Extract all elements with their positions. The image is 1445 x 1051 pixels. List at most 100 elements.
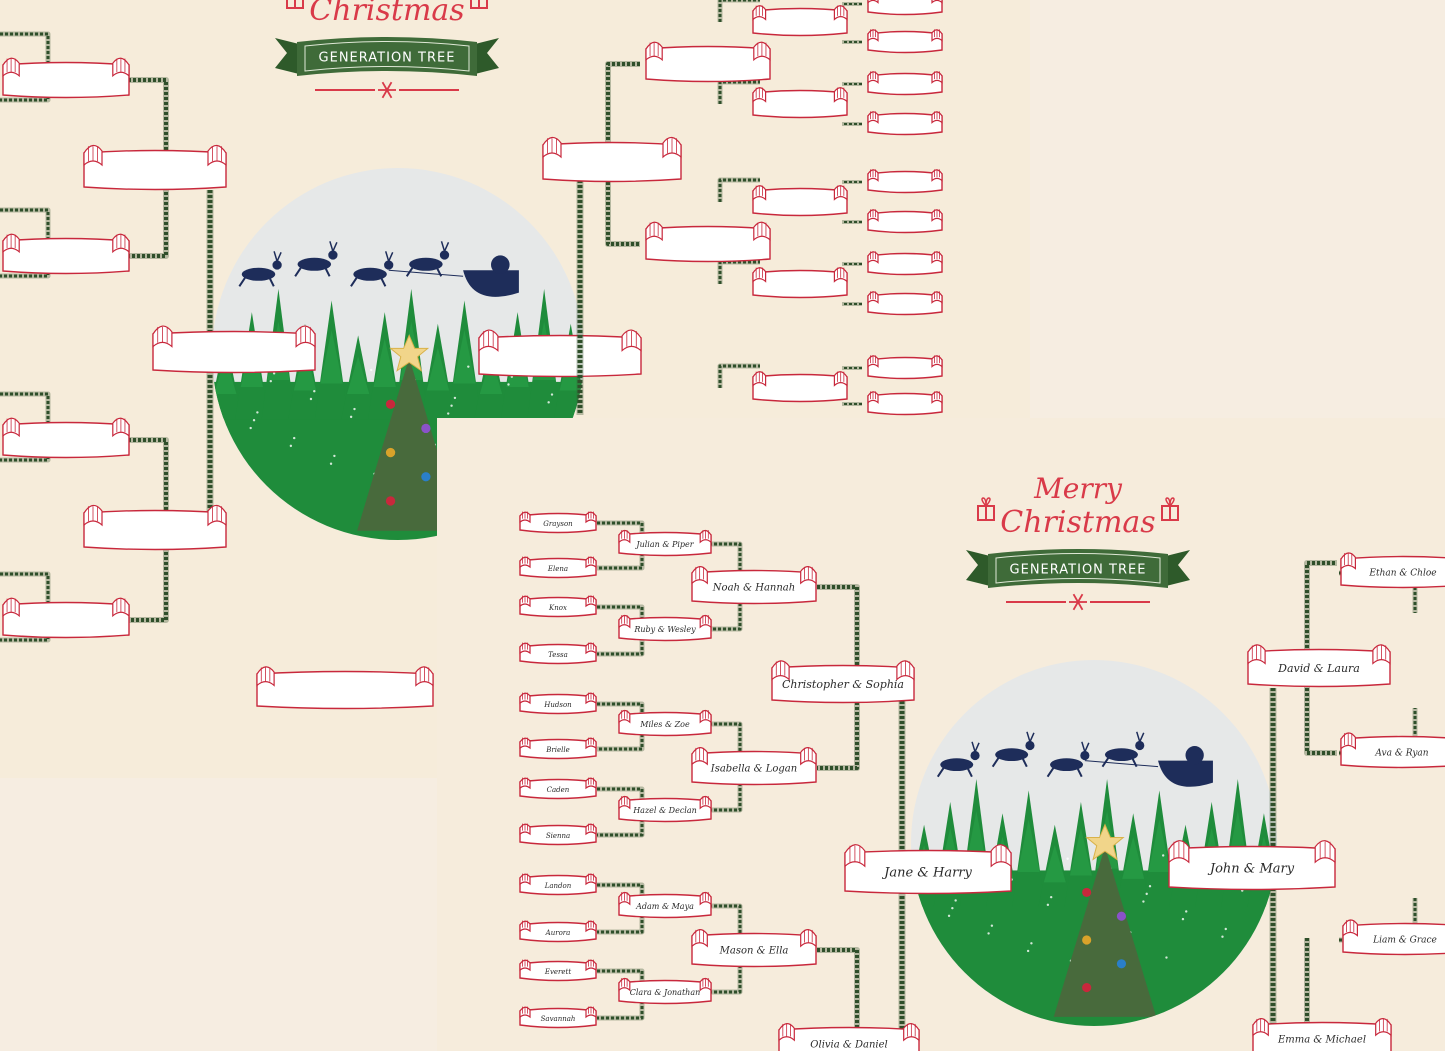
snow-speck — [931, 953, 934, 956]
tree-ornament — [1082, 982, 1092, 993]
snow-speck — [1165, 956, 1168, 959]
blank-scroll — [645, 41, 771, 83]
scroll-body — [2, 61, 130, 99]
snow-speck — [507, 383, 510, 386]
snow-speck — [1224, 927, 1227, 931]
reindeer-head — [272, 260, 282, 270]
pine-branch-needles — [718, 178, 760, 202]
scroll-body — [691, 750, 817, 786]
gen5-scroll: Brielle — [519, 737, 597, 760]
gen5-scroll: Everett — [519, 959, 597, 982]
scroll-body — [519, 960, 597, 982]
scroll-body — [867, 210, 943, 234]
scroll-body — [752, 269, 848, 299]
gen1-scroll: Jane & Harry — [844, 844, 1012, 895]
gen3-scroll: Liam & Grace — [1342, 919, 1445, 956]
scroll-body — [867, 112, 943, 136]
scroll-name: Clara & Jonathan — [630, 988, 700, 997]
snow-speck — [990, 924, 994, 927]
scroll-body — [752, 89, 848, 119]
snow-speck — [289, 444, 293, 448]
gen5-scroll: Landon — [519, 873, 597, 896]
snow-speck — [934, 945, 938, 948]
reindeer-antlers — [329, 241, 338, 252]
reindeer-antlers — [971, 741, 980, 753]
gen5-scroll: Aurora — [519, 920, 597, 943]
blank-scroll — [2, 417, 130, 459]
tree-ornament — [1116, 911, 1127, 921]
blank-scroll — [83, 144, 227, 191]
scroll-body — [691, 569, 817, 605]
title-christmas: Christmas — [1000, 505, 1155, 540]
reindeer-legs — [936, 764, 973, 778]
snow-speck — [951, 906, 954, 910]
snow-speck — [447, 412, 450, 415]
scroll-name: Jane & Harry — [881, 866, 972, 881]
scroll-name: Aurora — [545, 929, 571, 937]
reindeer-antlers — [384, 251, 394, 262]
blank-scroll — [752, 267, 848, 299]
scroll-name: Tessa — [548, 651, 568, 659]
gen1-scroll: John & Mary — [1168, 840, 1336, 891]
banner-inner-border — [995, 553, 1161, 584]
blank-scroll — [867, 71, 943, 96]
scroll-body — [519, 738, 597, 760]
snow-speck — [249, 426, 252, 430]
snow-speck — [333, 454, 336, 458]
scroll-name: Landon — [544, 882, 572, 890]
snow-speck — [947, 914, 951, 918]
pine-branch-needles — [597, 605, 644, 656]
banner-tail-left — [966, 550, 990, 586]
gen3-scroll: Ava & Ryan — [1340, 732, 1445, 769]
blank-scroll — [867, 209, 943, 234]
reindeer-antlers — [1081, 741, 1090, 753]
scroll-name: Ethan & Chloe — [1368, 569, 1436, 579]
snow-speck — [1185, 910, 1188, 913]
tree-ornament — [385, 447, 396, 458]
scroll-body — [1340, 555, 1445, 589]
reindeer-legs — [294, 263, 331, 277]
scroll-body — [519, 1007, 597, 1029]
scroll-name: John & Mary — [1207, 862, 1295, 877]
gen5-scroll: Elena — [519, 556, 597, 579]
pine-branch-needles — [817, 948, 859, 1051]
gen5-scroll: Caden — [519, 777, 597, 800]
reindeer-legs — [238, 273, 275, 287]
scroll-body — [618, 616, 712, 642]
scroll-body — [867, 356, 943, 380]
snow-speck — [1049, 895, 1053, 899]
scroll-body — [618, 531, 712, 557]
snow-speck — [954, 899, 957, 902]
reindeer-head — [970, 750, 980, 761]
scroll-name: Hudson — [543, 701, 572, 709]
snow-speck — [987, 932, 990, 935]
snow-speck — [1142, 900, 1145, 903]
scroll-body — [542, 141, 682, 183]
reindeer-legs — [991, 754, 1028, 768]
scroll-body — [519, 557, 597, 579]
scroll-name: Hazel & Declan — [632, 806, 697, 815]
blank-scroll — [2, 233, 130, 275]
scroll-body — [867, 252, 943, 276]
blank-scroll — [478, 329, 642, 378]
gen3-scroll: Mason & Ella — [691, 929, 817, 968]
tree-ornament — [1082, 935, 1092, 945]
scroll-body — [778, 1026, 920, 1051]
scroll-body — [771, 664, 915, 704]
scroll-body — [867, 72, 943, 96]
snow-speck — [1030, 942, 1033, 945]
snow-speck — [232, 465, 236, 469]
scroll-name: Noah & Hannah — [712, 583, 795, 594]
tree-star — [1085, 823, 1125, 861]
conifer-highlight — [1148, 819, 1171, 873]
conifer-highlight — [1122, 836, 1145, 879]
snowflake-icon — [381, 89, 388, 99]
scroll-body — [867, 392, 943, 416]
scroll-body — [2, 601, 130, 639]
snow-speck — [252, 419, 256, 422]
gen3-scroll: Isabella & Logan — [691, 747, 817, 786]
scroll-body — [645, 225, 771, 263]
scroll-body — [618, 711, 712, 737]
tree-ornament — [385, 399, 396, 409]
pine-branch-needles — [718, 0, 760, 22]
